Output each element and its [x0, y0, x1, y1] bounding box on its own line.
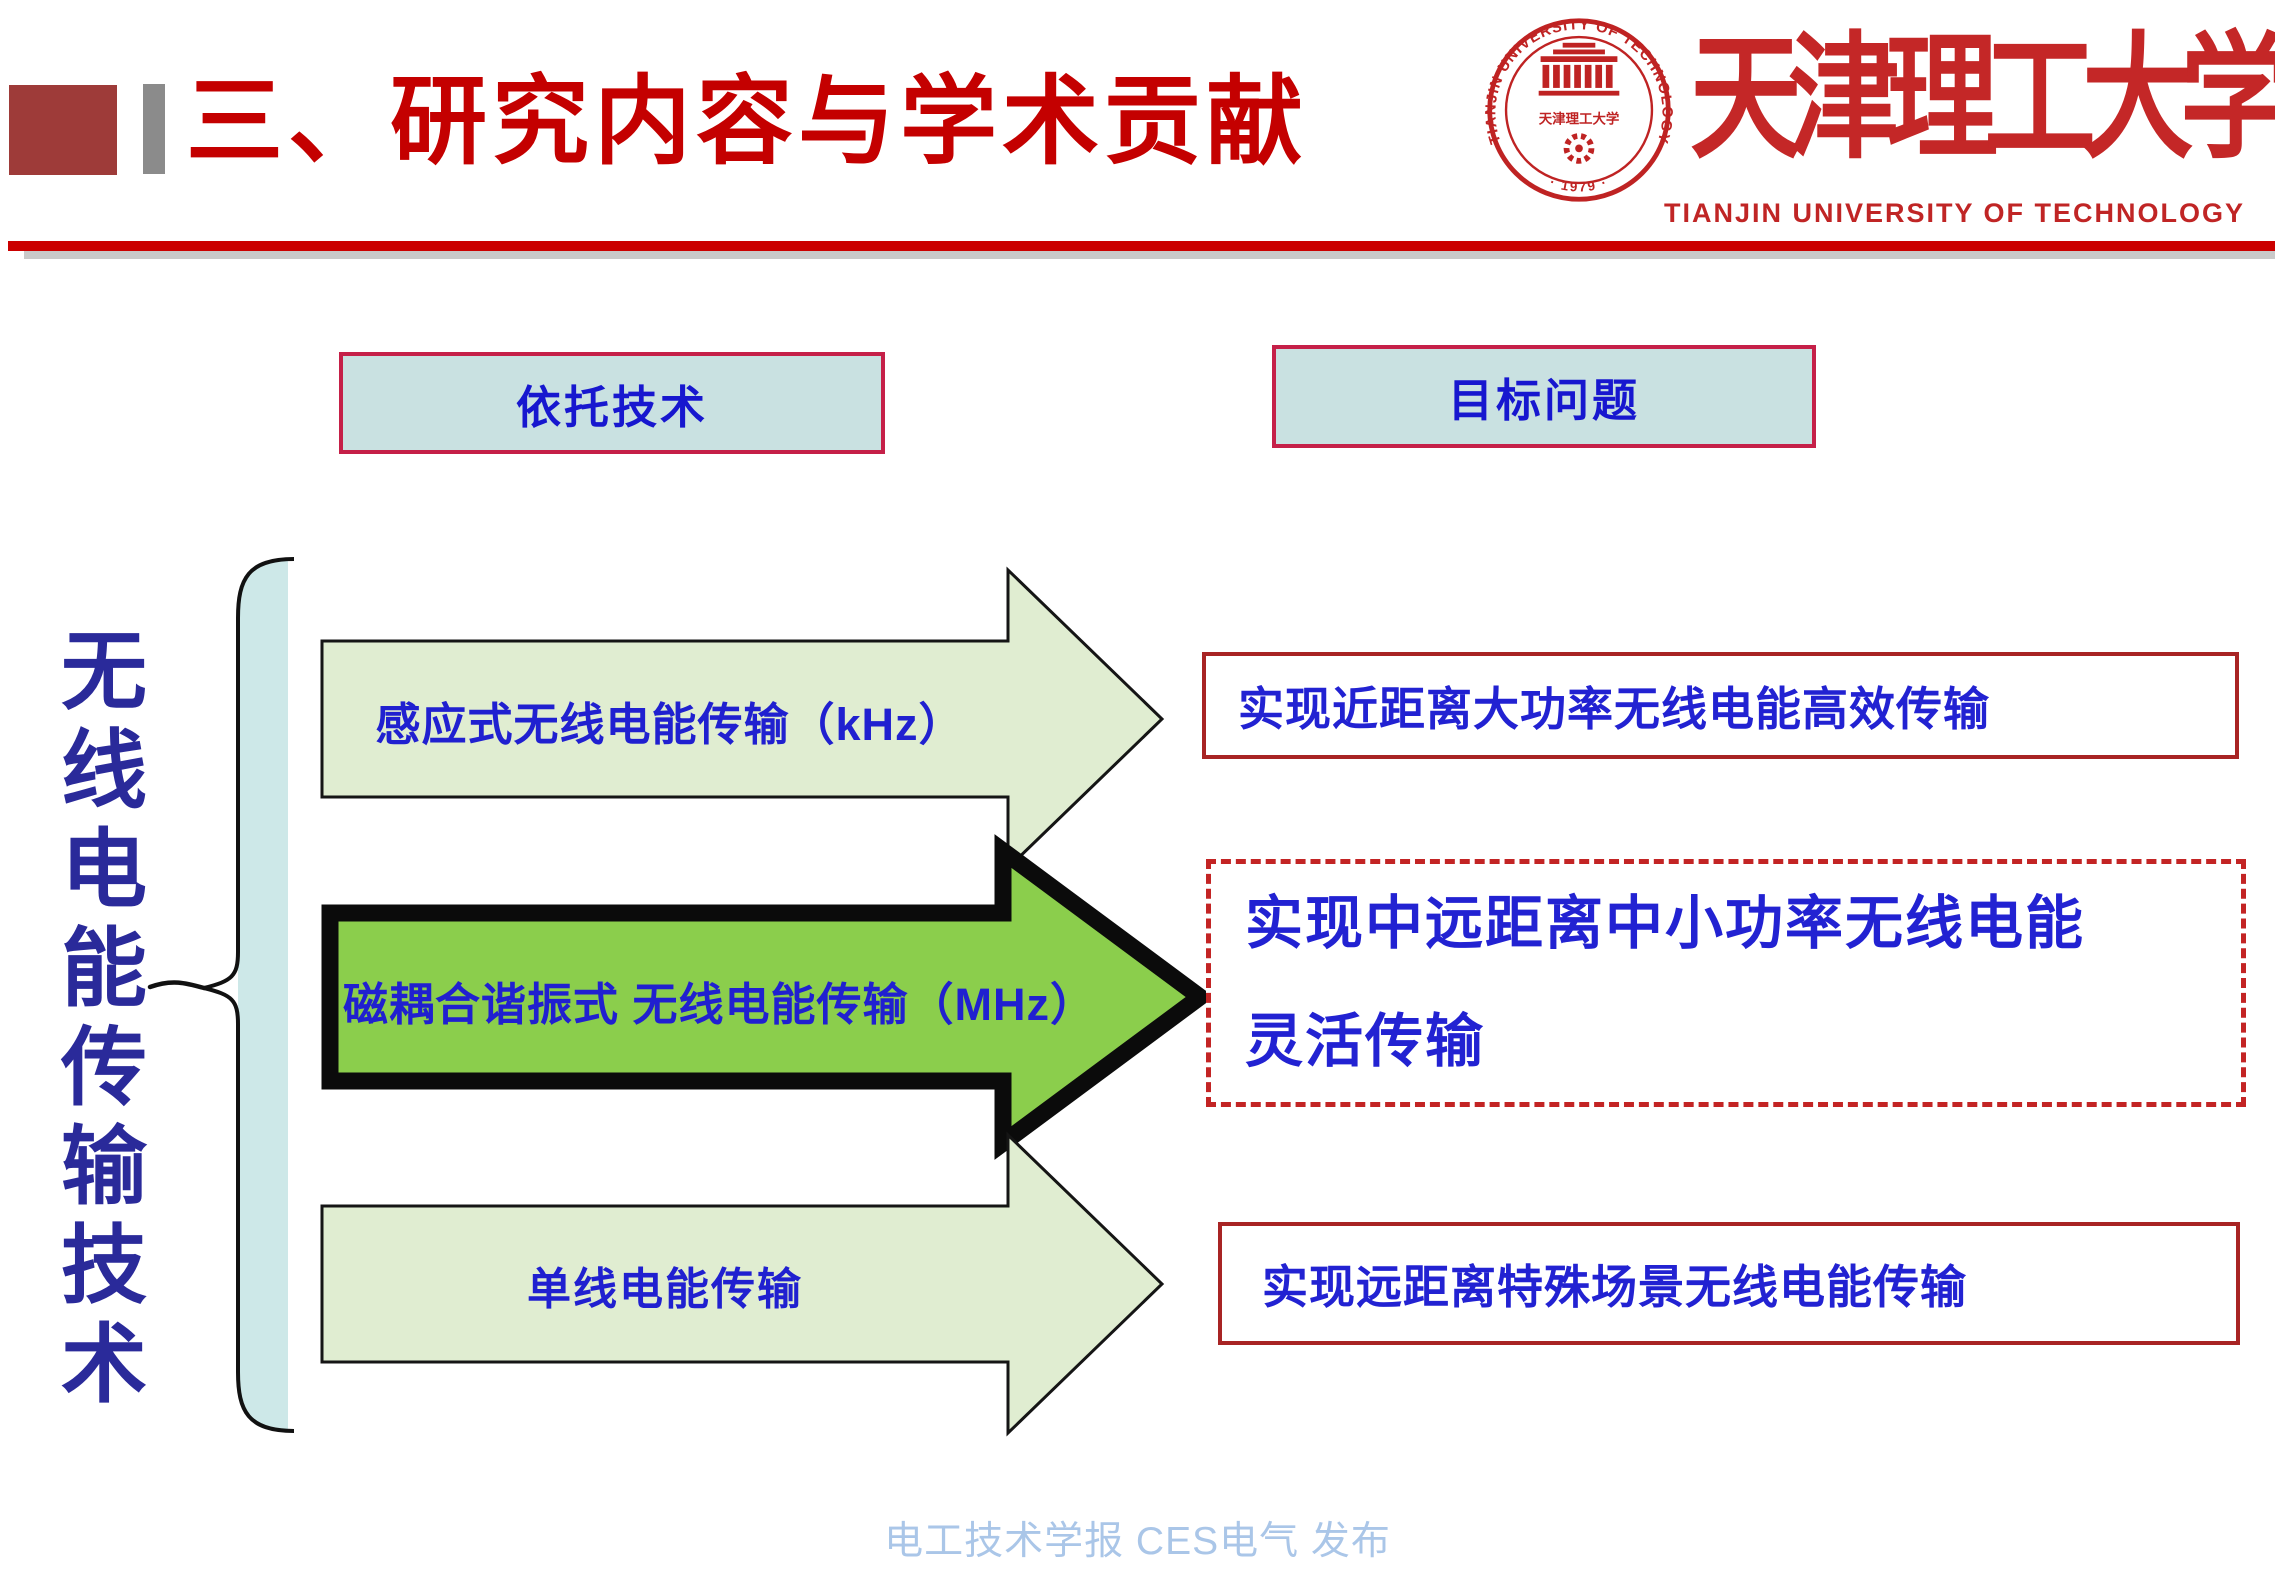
header-accent-square [9, 85, 117, 175]
goal-box-far-distance: 实现远距离特殊场景无线电能传输 [1218, 1222, 2240, 1345]
tech-label-resonant: 磁耦合谐振式 无线电能传输（MHz） [343, 978, 1096, 1030]
header-accent-bar [143, 84, 165, 174]
seal-inner-ring [1504, 35, 1654, 185]
university-seal-icon: TIANJIN UNIVERSITY OF TECHNOLOGY 天津理工大学 … [1483, 17, 1673, 202]
header-rule [8, 241, 2275, 251]
university-name-en: TIANJIN UNIVERSITY OF TECHNOLOGY [1664, 198, 2246, 228]
goal-box-near-distance: 实现近距离大功率无线电能高效传输 [1202, 652, 2239, 759]
arrow-resonant [321, 834, 1215, 1160]
tech-label-inductive: 感应式无线电能传输（kHz） [375, 698, 965, 750]
seal-outer-ring [1487, 18, 1671, 202]
seal-gear-icon [1563, 133, 1595, 164]
header-rule-shadow [24, 250, 2275, 259]
brace-leader-line [147, 980, 207, 991]
seal-building-icon [1538, 42, 1620, 96]
brace-bar [238, 561, 288, 1429]
column-header-technology: 依托技术 [339, 352, 885, 454]
page-title: 三、研究内容与学术贡献 [186, 67, 1308, 176]
seal-gear-hub [1575, 144, 1583, 153]
university-name-cn: 天津理工大学 [1690, 18, 2275, 179]
tech-label-single-wire: 单线电能传输 [527, 1265, 803, 1314]
goal-box-mid-distance: 实现中远距离中小功率无线电能灵活传输 [1206, 859, 2246, 1107]
seal-year: · 1979 · [1548, 174, 1610, 194]
arrow-single-wire [320, 1131, 1165, 1437]
column-header-goal: 目标问题 [1272, 345, 1816, 448]
arrow-inductive [320, 566, 1165, 872]
side-label: 无线电能传输技术 [61, 621, 147, 1415]
seal-inner-cn: 天津理工大学 [1539, 110, 1620, 126]
footer-watermark: 电工技术学报 CES电气 发布 [884, 1520, 1391, 1563]
